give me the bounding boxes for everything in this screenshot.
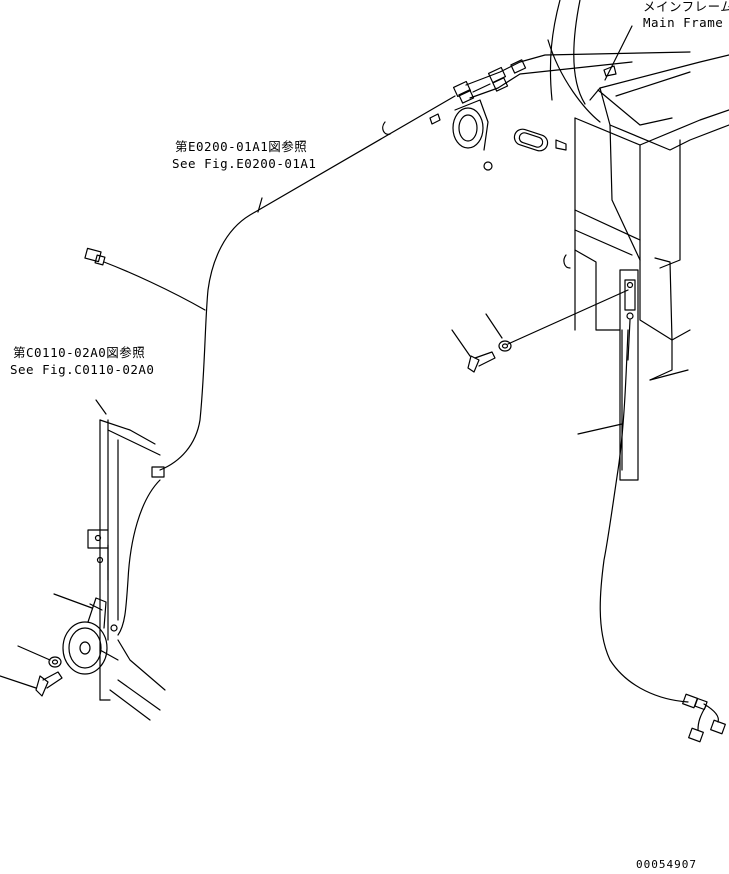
- ref-c0110-label-en: See Fig.C0110-02A0: [10, 362, 155, 377]
- assembly-line: [507, 289, 629, 345]
- washer-right: [498, 340, 512, 352]
- main-harness: [159, 95, 456, 471]
- washer-left: [48, 656, 62, 668]
- frame-boss: [382, 99, 493, 171]
- right-bracket-leader: [577, 423, 623, 435]
- oval-slot: [513, 128, 567, 152]
- frame-slot: [563, 254, 571, 269]
- ref-c0110-label-jp: 第C0110-02A0図参照: [13, 345, 146, 360]
- right-bracket: [619, 269, 639, 481]
- washer-right-leader: [485, 313, 503, 339]
- bracket-leader-c0110: [95, 399, 107, 415]
- right-harness: [599, 329, 689, 703]
- harness-leader-e0200: [257, 197, 263, 213]
- horn: [62, 597, 118, 675]
- connector-group-bottom: [682, 693, 726, 743]
- horn-connector: [117, 466, 165, 636]
- bolt-left-leader: [0, 675, 37, 689]
- bolt-left: [35, 671, 63, 697]
- main-frame: [547, 0, 729, 381]
- bolt-right-leader: [451, 329, 471, 357]
- branch-connector-left: [84, 247, 206, 311]
- main-frame-label-jp: メインフレーム: [643, 0, 729, 14]
- drawing-number: 00054907: [636, 858, 697, 871]
- ref-e0200-label-jp: 第E0200-01A1図参照: [175, 139, 308, 154]
- connector-group-top: [452, 51, 691, 104]
- ref-e0200-label-en: See Fig.E0200-01A1: [172, 156, 317, 171]
- horn-leader: [53, 593, 93, 609]
- bolt-right: [467, 351, 496, 373]
- main-frame-label-en: Main Frame: [643, 15, 724, 30]
- left-bracket: [87, 419, 166, 721]
- washer-left-leader: [17, 645, 51, 661]
